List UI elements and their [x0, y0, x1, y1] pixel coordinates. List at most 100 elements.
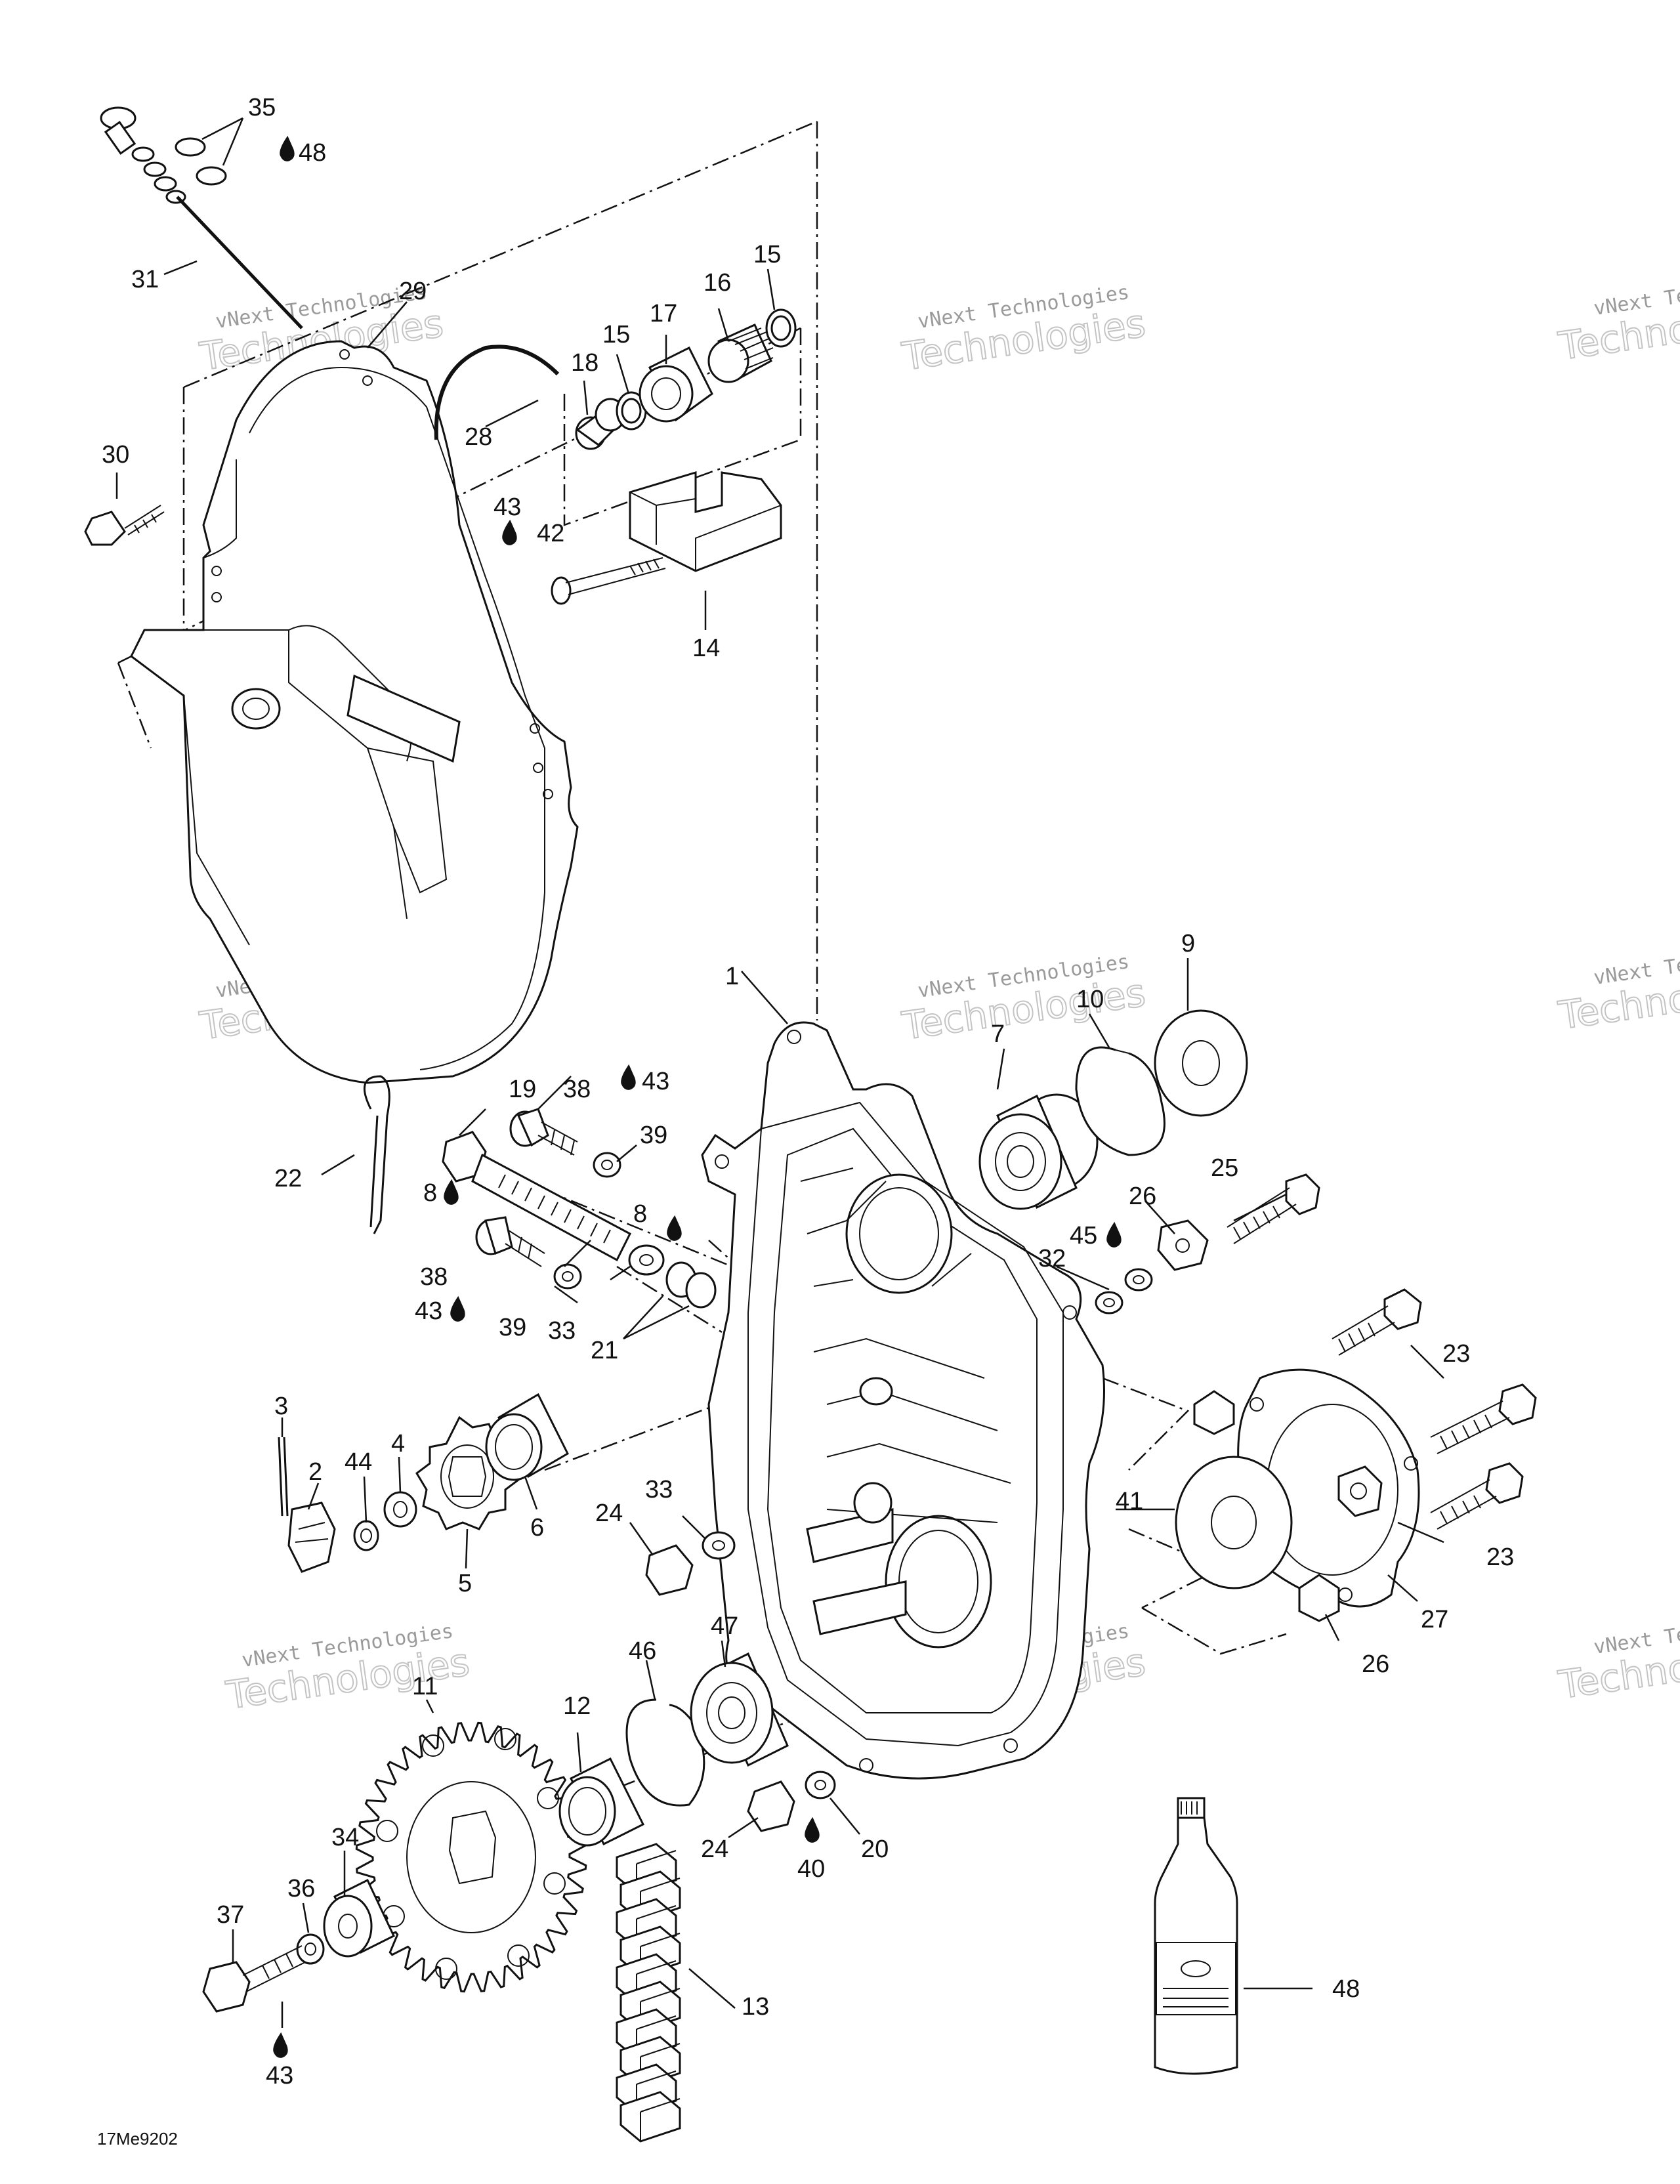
callout-36: 36: [287, 1875, 315, 1902]
callout-34: 34: [331, 1824, 359, 1851]
driven-sprocket-large: [355, 1721, 587, 1993]
callout-27: 27: [1421, 1606, 1448, 1633]
needle-bearing: [707, 324, 774, 383]
dipstick: [100, 106, 303, 329]
flat-washer: [296, 1933, 325, 1965]
callout-9: 9: [1181, 930, 1195, 957]
flat-washer: [383, 1491, 417, 1528]
tensioner-bracket: [629, 471, 782, 572]
callout-48: 48: [1332, 1975, 1360, 2003]
chaincase-cover: [130, 340, 579, 1084]
callout-25: 25: [1211, 1154, 1238, 1182]
hex-nut: [747, 1780, 795, 1832]
o-ring: [665, 1261, 717, 1309]
sprocket-bolt: [202, 1945, 306, 2013]
drawing-code: 17Me9202: [97, 2129, 178, 2149]
callout-12: 12: [563, 1692, 591, 1720]
vent-tube: [434, 345, 560, 440]
chain-link: [620, 2091, 681, 2143]
callout-1: 1: [725, 963, 739, 990]
o-ring: [175, 137, 227, 186]
upper-bearing: [978, 1093, 1099, 1210]
spacer-sleeve: [485, 1393, 569, 1481]
callout-47: 47: [711, 1612, 738, 1640]
callout-3: 3: [274, 1393, 288, 1420]
lubricant-drop-icons: [273, 135, 1122, 2058]
callout-32: 32: [1038, 1245, 1066, 1272]
oil-drop-icon: [450, 1295, 465, 1322]
oil-drop-icon: [280, 135, 295, 161]
callout-8: 8: [633, 1200, 647, 1228]
hex-nut: [1193, 1390, 1235, 1435]
callout-15: 15: [753, 241, 781, 268]
oil-drop-icon: [1106, 1221, 1122, 1248]
callout-42: 42: [537, 520, 564, 547]
flat-washer: [805, 1771, 836, 1799]
callout-5: 5: [458, 1570, 472, 1597]
callout-7: 7: [991, 1020, 1005, 1048]
spacer-sleeve: [323, 1878, 395, 1958]
callout-17: 17: [650, 300, 677, 327]
flat-washer: [553, 1263, 582, 1290]
cotter-pin: [363, 1075, 390, 1234]
callout-21: 21: [591, 1337, 618, 1364]
callout-30: 30: [102, 441, 129, 469]
callout-23: 23: [1442, 1340, 1470, 1368]
callout-45: 45: [1070, 1222, 1097, 1250]
cover-screw: [84, 505, 165, 546]
flat-washer: [628, 1244, 665, 1276]
thrust-washer: [1154, 1009, 1248, 1117]
callout-labels: 35 48 31 29 30 28 18 15 17 16 15 43 42 1…: [97, 94, 1514, 2149]
oil-drop-icon: [667, 1215, 682, 1241]
spacer-sleeve: [558, 1757, 645, 1847]
callout-28: 28: [465, 423, 492, 451]
callout-2: 2: [308, 1458, 322, 1486]
chain-link-edge: [640, 2098, 681, 2141]
oil-seal: [1175, 1456, 1293, 1589]
flat-washer: [593, 1152, 621, 1178]
drive-chain: [616, 1843, 681, 2143]
callout-43: 43: [494, 494, 521, 521]
callout-41: 41: [1116, 1488, 1143, 1515]
callout-43: 43: [266, 2062, 293, 2090]
oil-drop-icon: [502, 519, 517, 545]
callout-43: 43: [415, 1297, 442, 1325]
callout-24: 24: [595, 1500, 623, 1527]
callout-39: 39: [640, 1122, 667, 1149]
oil-bottle: [1154, 1797, 1238, 2075]
callout-37: 37: [217, 1901, 244, 1929]
chaincase-housing: [701, 1021, 1105, 1780]
callout-4: 4: [391, 1430, 405, 1458]
callout-35: 35: [248, 94, 276, 121]
callout-26: 26: [1129, 1183, 1156, 1210]
callout-46: 46: [629, 1637, 656, 1665]
lower-bearing: [690, 1652, 789, 1767]
callout-48: 48: [299, 139, 326, 167]
cap-bolt: [1430, 1462, 1524, 1530]
callout-31: 31: [131, 266, 159, 293]
cap-bolt: [1430, 1383, 1537, 1454]
callout-11: 11: [412, 1673, 438, 1700]
hex-nut: [1337, 1465, 1383, 1517]
snap-ring: [765, 308, 797, 348]
oil-drop-icon: [273, 2032, 288, 2058]
callout-40: 40: [797, 1855, 825, 1883]
hex-nut: [645, 1544, 694, 1596]
castle-nut: [287, 1502, 336, 1573]
callout-29: 29: [399, 278, 427, 305]
cap-bolt: [1332, 1288, 1422, 1356]
flat-washer: [1095, 1268, 1153, 1314]
circlip: [1075, 1046, 1166, 1156]
callout-8: 8: [423, 1179, 437, 1207]
callout-33: 33: [645, 1476, 673, 1503]
callout-22: 22: [274, 1165, 302, 1192]
oil-drop-icon: [621, 1064, 636, 1090]
bracket-screw: [551, 557, 666, 605]
callout-14: 14: [692, 635, 720, 662]
callout-16: 16: [704, 269, 731, 297]
callout-38: 38: [563, 1076, 591, 1103]
callout-15: 15: [602, 321, 630, 348]
callout-19: 19: [509, 1076, 536, 1103]
tensioner-screw: [442, 1131, 631, 1262]
